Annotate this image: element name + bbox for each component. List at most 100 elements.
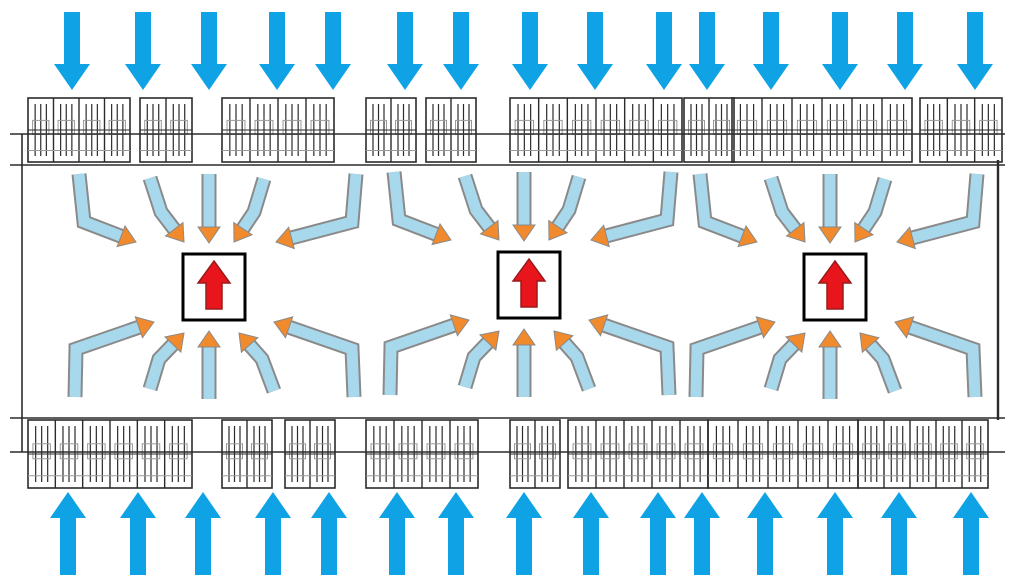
- arrow-down-icon: [887, 12, 923, 90]
- bent-arrow-body: [765, 340, 798, 391]
- bent-arrow-head: [197, 330, 221, 348]
- server-rack-group: [27, 419, 193, 489]
- bent-arrow-head: [197, 226, 221, 244]
- bent-arrow-body: [73, 173, 124, 242]
- bottom-server-racks: [27, 419, 989, 489]
- bent-arrow-head: [479, 219, 500, 241]
- bent-arrow-body: [144, 176, 179, 233]
- internal-airflow-arrows: [67, 171, 985, 399]
- arrow-down-icon: [822, 12, 858, 90]
- server-rack-group: [365, 419, 479, 489]
- bent-arrow-body: [908, 322, 981, 398]
- arrow-up-icon: [255, 492, 291, 575]
- bent-arrow-icon: [233, 176, 272, 243]
- arrow-down-icon: [957, 12, 993, 90]
- bent-arrow-icon: [457, 330, 500, 390]
- bent-arrow-icon: [548, 174, 587, 241]
- bent-arrow-body: [911, 173, 983, 244]
- bent-arrow-icon: [896, 173, 985, 250]
- bent-arrow-icon: [382, 314, 470, 396]
- server-rack-group: [27, 97, 131, 163]
- bent-arrow-body: [388, 171, 439, 240]
- arrow-down-icon: [753, 12, 789, 90]
- bent-arrow-body: [859, 177, 891, 232]
- bent-arrow-head: [275, 226, 295, 250]
- bent-arrow-body: [866, 341, 901, 393]
- arrow-up-icon: [50, 492, 86, 575]
- server-rack-group: [284, 419, 336, 489]
- server-rack-group: [139, 97, 193, 163]
- bent-arrow-head: [590, 224, 610, 248]
- server-rack-group: [221, 419, 273, 489]
- bent-arrow-icon: [894, 316, 983, 398]
- server-rack-group: [425, 97, 477, 163]
- bent-arrow-icon: [273, 316, 362, 398]
- bent-arrow-icon: [197, 174, 221, 244]
- bent-arrow-head: [512, 328, 536, 346]
- bent-arrow-head: [548, 219, 569, 241]
- bent-arrow-body: [605, 171, 677, 242]
- bent-arrow-head: [233, 221, 254, 243]
- bent-arrow-icon: [763, 332, 806, 392]
- arrow-down-icon: [512, 12, 548, 90]
- bent-arrow-body: [690, 322, 762, 398]
- bent-arrow-head: [896, 226, 916, 250]
- bent-arrow-head: [818, 226, 842, 244]
- server-rack-group: [567, 419, 709, 489]
- bent-arrow-icon: [763, 175, 806, 243]
- arrow-up-icon: [747, 492, 783, 575]
- bent-arrow-body: [553, 175, 585, 230]
- bent-arrow-head: [588, 314, 609, 337]
- bent-arrow-body: [144, 340, 177, 391]
- bent-arrow-head: [273, 316, 294, 339]
- bent-arrow-icon: [67, 316, 155, 398]
- bent-arrow-body: [560, 339, 595, 391]
- bent-arrow-icon: [692, 173, 758, 248]
- bent-arrow-head: [134, 316, 155, 339]
- server-rack-group: [509, 97, 683, 163]
- arrow-down-icon: [315, 12, 351, 90]
- bent-arrow-icon: [142, 332, 185, 392]
- bent-arrow-head: [431, 222, 452, 246]
- bent-arrow-body: [765, 176, 800, 233]
- bent-arrow-icon: [818, 174, 842, 244]
- bent-arrow-icon: [142, 175, 185, 243]
- server-rack-group: [731, 97, 913, 163]
- bent-arrow-icon: [71, 173, 137, 248]
- arrow-down-icon: [443, 12, 479, 90]
- bent-arrow-icon: [859, 332, 903, 394]
- bent-arrow-icon: [386, 171, 452, 246]
- bent-arrow-body: [459, 338, 492, 389]
- server-rack-group: [857, 419, 989, 489]
- exhaust-outlet-3: [802, 252, 868, 322]
- room-frame: [10, 133, 1005, 453]
- arrow-down-icon: [125, 12, 161, 90]
- bent-arrow-head: [553, 330, 574, 352]
- arrow-up-icon: [185, 492, 221, 575]
- bent-arrow-body: [69, 322, 141, 398]
- bent-arrow-body: [290, 173, 362, 244]
- bent-arrow-body: [287, 322, 360, 398]
- arrow-up-icon: [817, 492, 853, 575]
- server-rack-group: [221, 97, 335, 163]
- bent-arrow-head: [163, 332, 185, 354]
- bent-arrow-icon: [457, 173, 500, 241]
- bent-arrow-icon: [275, 173, 364, 250]
- bent-arrow-head: [478, 330, 500, 352]
- bent-arrow-head: [512, 224, 536, 242]
- arrow-up-icon: [881, 492, 917, 575]
- bent-arrow-icon: [590, 171, 679, 248]
- arrow-down-icon: [191, 12, 227, 90]
- bent-arrow-head: [116, 224, 137, 248]
- arrow-up-icon: [640, 492, 676, 575]
- bent-arrow-icon: [512, 328, 536, 397]
- bent-arrow-icon: [818, 330, 842, 399]
- arrow-down-icon: [577, 12, 613, 90]
- bent-arrow-head: [238, 332, 259, 354]
- arrow-down-icon: [387, 12, 423, 90]
- top-server-racks: [27, 97, 1003, 163]
- bent-arrow-head: [854, 221, 875, 243]
- bent-arrow-head: [784, 332, 806, 354]
